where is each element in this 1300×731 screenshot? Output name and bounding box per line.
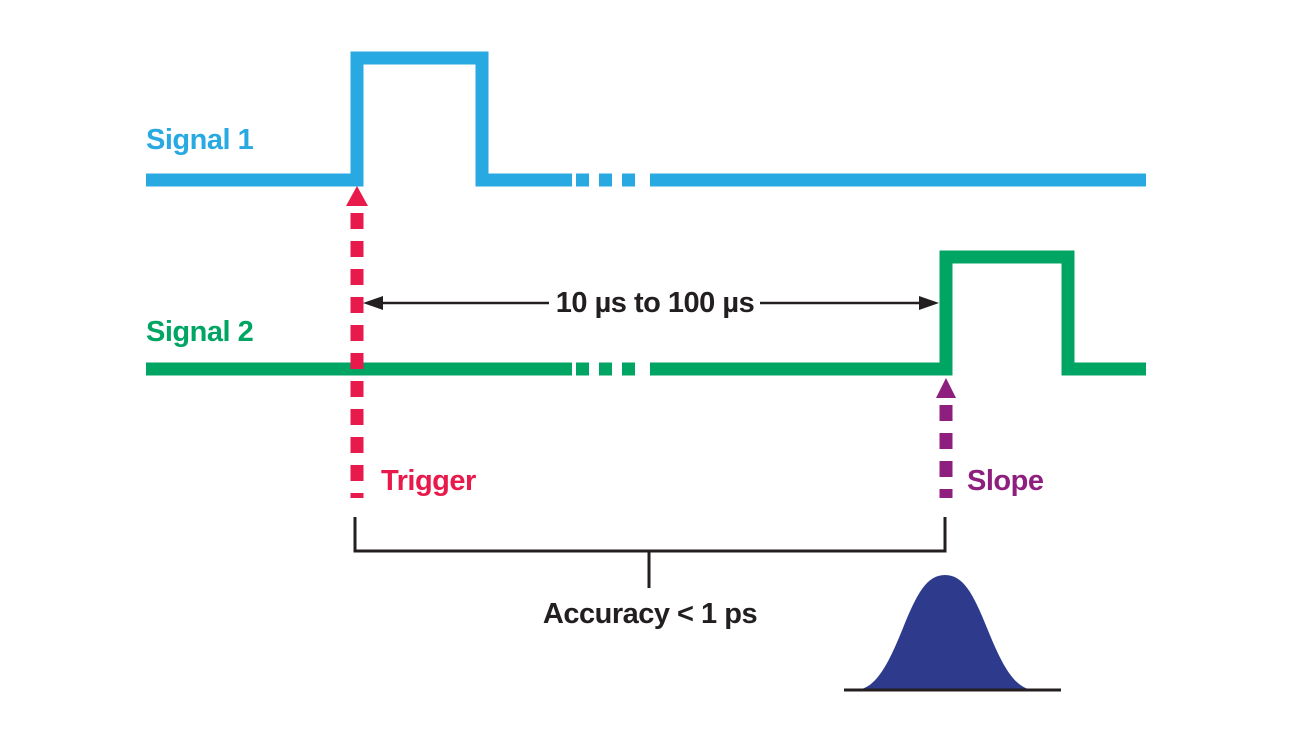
accuracy-group: Accuracy < 1 ps: [353, 517, 947, 630]
signal2-label: Signal 2: [146, 316, 253, 348]
accuracy-bracket: [353, 517, 947, 588]
gaussian-group: [844, 575, 1061, 692]
signal1-label: Signal 1: [146, 124, 254, 156]
signal1-waveform: [146, 51, 572, 187]
accuracy-label: Accuracy < 1 ps: [543, 598, 757, 630]
trigger-group: Trigger: [346, 186, 477, 498]
slope-arrowhead-icon: [936, 378, 956, 398]
trigger-label: Trigger: [381, 465, 476, 497]
slope-group: Slope: [936, 378, 1044, 498]
signal1-group: Signal 1: [146, 51, 1146, 187]
slope-label: Slope: [967, 465, 1044, 497]
interval-arrowhead-left-icon: [363, 296, 383, 310]
signal2-waveform: [650, 250, 1146, 376]
gaussian-curve: [857, 575, 1033, 690]
interval-arrowhead-right-icon: [919, 296, 939, 310]
interval-arrow-group: 10 µs to 100 µs: [363, 287, 939, 319]
interval-label: 10 µs to 100 µs: [556, 287, 754, 319]
trigger-arrowhead-icon: [346, 186, 368, 206]
